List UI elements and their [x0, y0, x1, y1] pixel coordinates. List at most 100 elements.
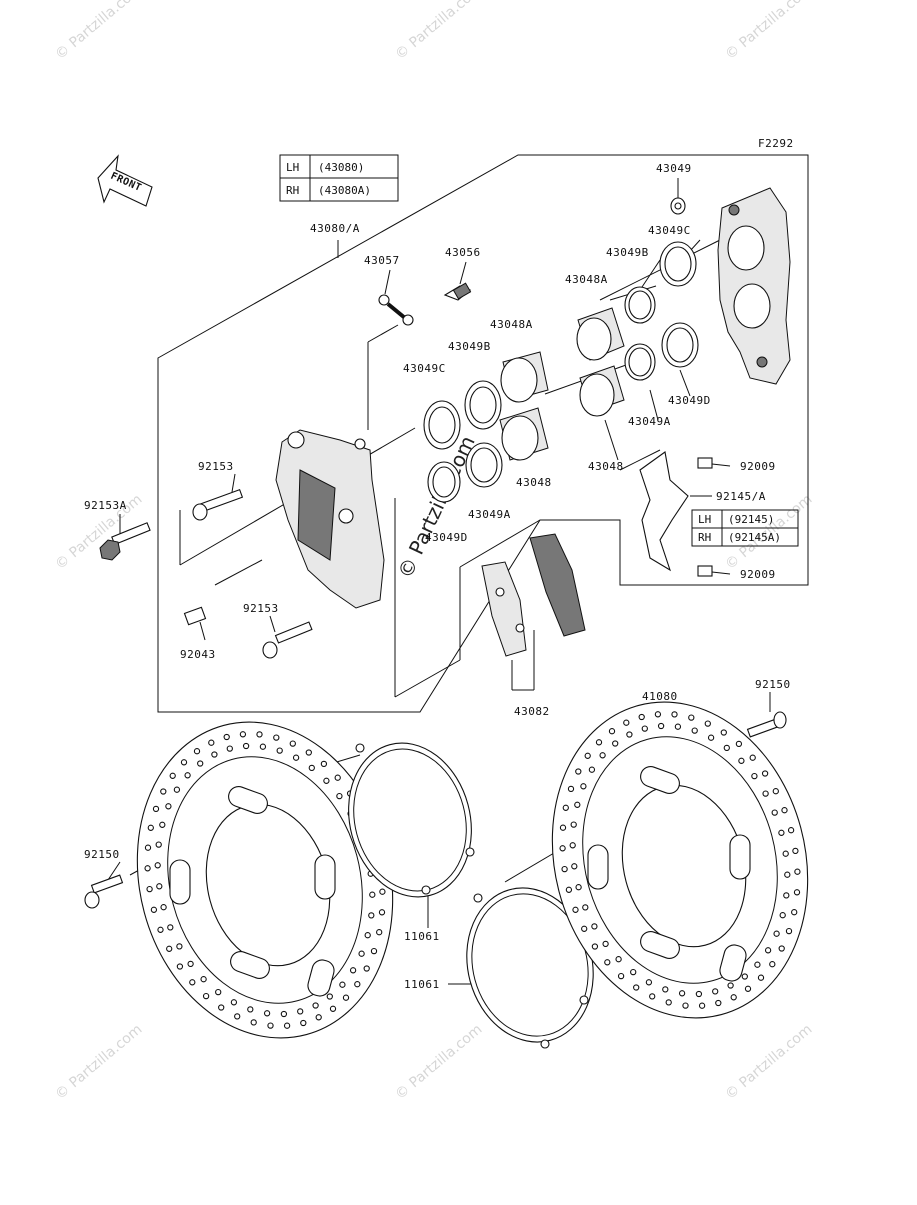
disc-hole	[691, 727, 698, 734]
disc-hole	[604, 959, 611, 966]
disc-hole	[608, 728, 616, 735]
label-seal-a-left: 43049A	[468, 508, 511, 521]
disc-hole	[741, 973, 748, 980]
disc-hole	[189, 979, 196, 986]
disc-hole	[369, 891, 376, 898]
disc-hole	[234, 1013, 241, 1020]
disc-hole	[771, 809, 778, 816]
disc-hole	[588, 766, 596, 773]
table-code-lh: (43080)	[318, 161, 364, 174]
pad-spring-bracket-icon	[639, 451, 689, 572]
disc-hole	[146, 885, 153, 893]
disc-hole	[280, 1010, 288, 1018]
disc-hole	[376, 929, 383, 936]
disc-hole	[769, 961, 776, 968]
bracket-side-lh: LH	[698, 513, 711, 526]
disc-hole	[682, 1002, 689, 1009]
disc-hole	[783, 892, 790, 899]
disc-hole	[654, 711, 662, 718]
left-caliper-half	[275, 429, 385, 609]
disc-hole	[200, 976, 207, 983]
disc-hole	[323, 777, 330, 784]
disc-hole	[176, 963, 184, 970]
disc-hole	[173, 786, 181, 793]
caliper-assembly-outline	[157, 154, 809, 713]
disc-hole	[156, 883, 163, 890]
disc-hole	[239, 731, 247, 738]
disc-hole	[329, 1005, 337, 1012]
disc-hole	[641, 725, 648, 732]
disc-hole	[761, 770, 769, 777]
label-disc-right: 41080	[642, 690, 678, 703]
disc-hole	[567, 785, 575, 793]
label-seal-top: 43049	[656, 162, 692, 175]
disc-hole	[159, 821, 166, 828]
disc-hole	[782, 850, 789, 857]
watermark: © Partzilla.com	[52, 0, 145, 63]
disc-hole	[762, 790, 769, 797]
disc-hole	[166, 945, 173, 952]
disc-hole	[715, 999, 722, 1007]
disc-hole	[626, 731, 633, 738]
disc-hole	[273, 734, 280, 741]
figure-code: F2292	[758, 137, 794, 150]
disc-hole	[215, 988, 222, 996]
disc-hole	[582, 904, 589, 911]
disc-hole	[242, 742, 250, 750]
disc-hole	[379, 888, 386, 895]
disc-hole	[562, 804, 569, 811]
disc-hole	[276, 747, 283, 754]
disc-hole	[792, 847, 799, 855]
label-seal-b-right: 43049B	[606, 246, 649, 259]
label-piston-a-left: 43048A	[490, 318, 533, 331]
disc-hole	[144, 865, 151, 872]
link-pipe-icon	[378, 294, 414, 326]
disc-hole	[363, 965, 370, 972]
label-seal-c-left: 43049C	[403, 362, 446, 375]
label-screw-bottom: 92009	[740, 568, 776, 581]
bracket-side-rh: RH	[698, 531, 711, 544]
label-piston-a-right: 43048A	[565, 273, 608, 286]
disc-hole	[155, 841, 162, 848]
table-code-rh: (43080A)	[318, 184, 371, 197]
disc-hole	[591, 923, 598, 930]
disc-hole	[378, 909, 386, 916]
disc-hole	[787, 827, 795, 834]
disc-hole	[292, 754, 300, 761]
disc-hole	[226, 745, 233, 752]
disc-hole	[575, 884, 582, 891]
caliper-bolt-upper-icon	[192, 488, 244, 521]
disc-hole	[617, 972, 625, 980]
disc-hole	[339, 981, 346, 988]
disc-hole	[791, 909, 798, 916]
disc-hole	[657, 722, 665, 730]
disc-hole	[707, 734, 715, 741]
disc-hole	[572, 906, 579, 913]
center-watermark: © Partzilla.com	[393, 432, 480, 582]
disc-hole	[167, 924, 174, 931]
disc-hole	[649, 993, 656, 1000]
disc-hole	[735, 740, 743, 748]
shim-upper-icon	[348, 742, 475, 898]
disc-hole	[354, 981, 361, 988]
disc-hole	[793, 889, 801, 896]
disc-hole	[749, 754, 756, 761]
watermark: © Partzilla.com	[392, 1021, 485, 1103]
label-shim-upper: 11061	[404, 930, 440, 943]
disc-hole	[308, 764, 315, 772]
disc-hole	[150, 906, 158, 913]
disc-hole	[778, 829, 785, 836]
disc-hole	[342, 994, 350, 1001]
label-screw-top: 92009	[740, 460, 776, 473]
disc-hole	[671, 711, 678, 718]
caliper-bolt-a-icon	[99, 522, 151, 561]
label-bolt-a: 92153A	[84, 499, 127, 512]
disc-hole	[370, 947, 378, 955]
disc-hole	[698, 1002, 706, 1009]
disc-hole	[230, 999, 238, 1006]
table-side-lh: LH	[286, 161, 299, 174]
disc-hole	[184, 772, 191, 779]
disc-hole	[595, 739, 603, 746]
disc-hole	[144, 844, 152, 851]
plug-icon	[183, 606, 207, 626]
